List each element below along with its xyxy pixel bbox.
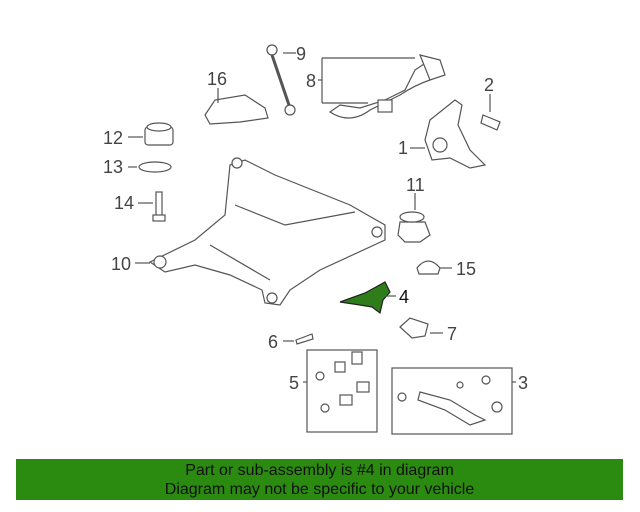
mount-part-12[interactable] xyxy=(144,122,174,146)
bolt-part-14[interactable] xyxy=(152,191,166,222)
ring-part-13[interactable] xyxy=(138,161,172,173)
parts-diagram xyxy=(128,44,516,435)
bushing-kit-part-5[interactable] xyxy=(306,349,378,433)
callout-4: 4 xyxy=(399,287,410,307)
knuckle-part-1[interactable] xyxy=(424,99,487,169)
callout-8: 8 xyxy=(306,71,317,91)
callout-16: 16 xyxy=(207,69,228,89)
control-arm-kit-part-3[interactable] xyxy=(391,367,513,435)
banner-line-1: Part or sub-assembly is #4 in diagram xyxy=(185,462,454,479)
info-banner: Part or sub-assembly is #4 in diagram Di… xyxy=(16,459,623,500)
bushing-part-2[interactable] xyxy=(480,114,501,131)
callout-14: 14 xyxy=(114,193,135,213)
callout-2: 2 xyxy=(484,75,495,95)
mount-part-11[interactable] xyxy=(397,211,431,243)
callout-5: 5 xyxy=(289,373,300,393)
callout-15: 15 xyxy=(456,259,477,279)
callout-1: 1 xyxy=(398,138,409,158)
callout-12: 12 xyxy=(103,128,124,148)
bracket-part-4[interactable] xyxy=(339,281,391,315)
screw-part-6[interactable] xyxy=(295,333,314,345)
callout-9: 9 xyxy=(296,44,307,64)
banner-line-2: Diagram may not be specific to your vehi… xyxy=(164,481,475,498)
bracket-part-16[interactable] xyxy=(204,94,269,125)
callout-13: 13 xyxy=(103,157,124,177)
callout-11: 11 xyxy=(406,175,425,195)
subframe-part-10[interactable] xyxy=(148,157,386,306)
callout-6: 6 xyxy=(268,332,279,352)
callout-3: 3 xyxy=(518,373,529,393)
stabilizer-link-part-9[interactable] xyxy=(266,44,296,116)
callout-7: 7 xyxy=(447,324,458,344)
pad-part-7[interactable] xyxy=(399,317,429,339)
bump-stop-part-15[interactable] xyxy=(416,260,441,275)
stabilizer-bar-part-8[interactable] xyxy=(328,54,446,119)
callout-10: 10 xyxy=(111,254,132,274)
